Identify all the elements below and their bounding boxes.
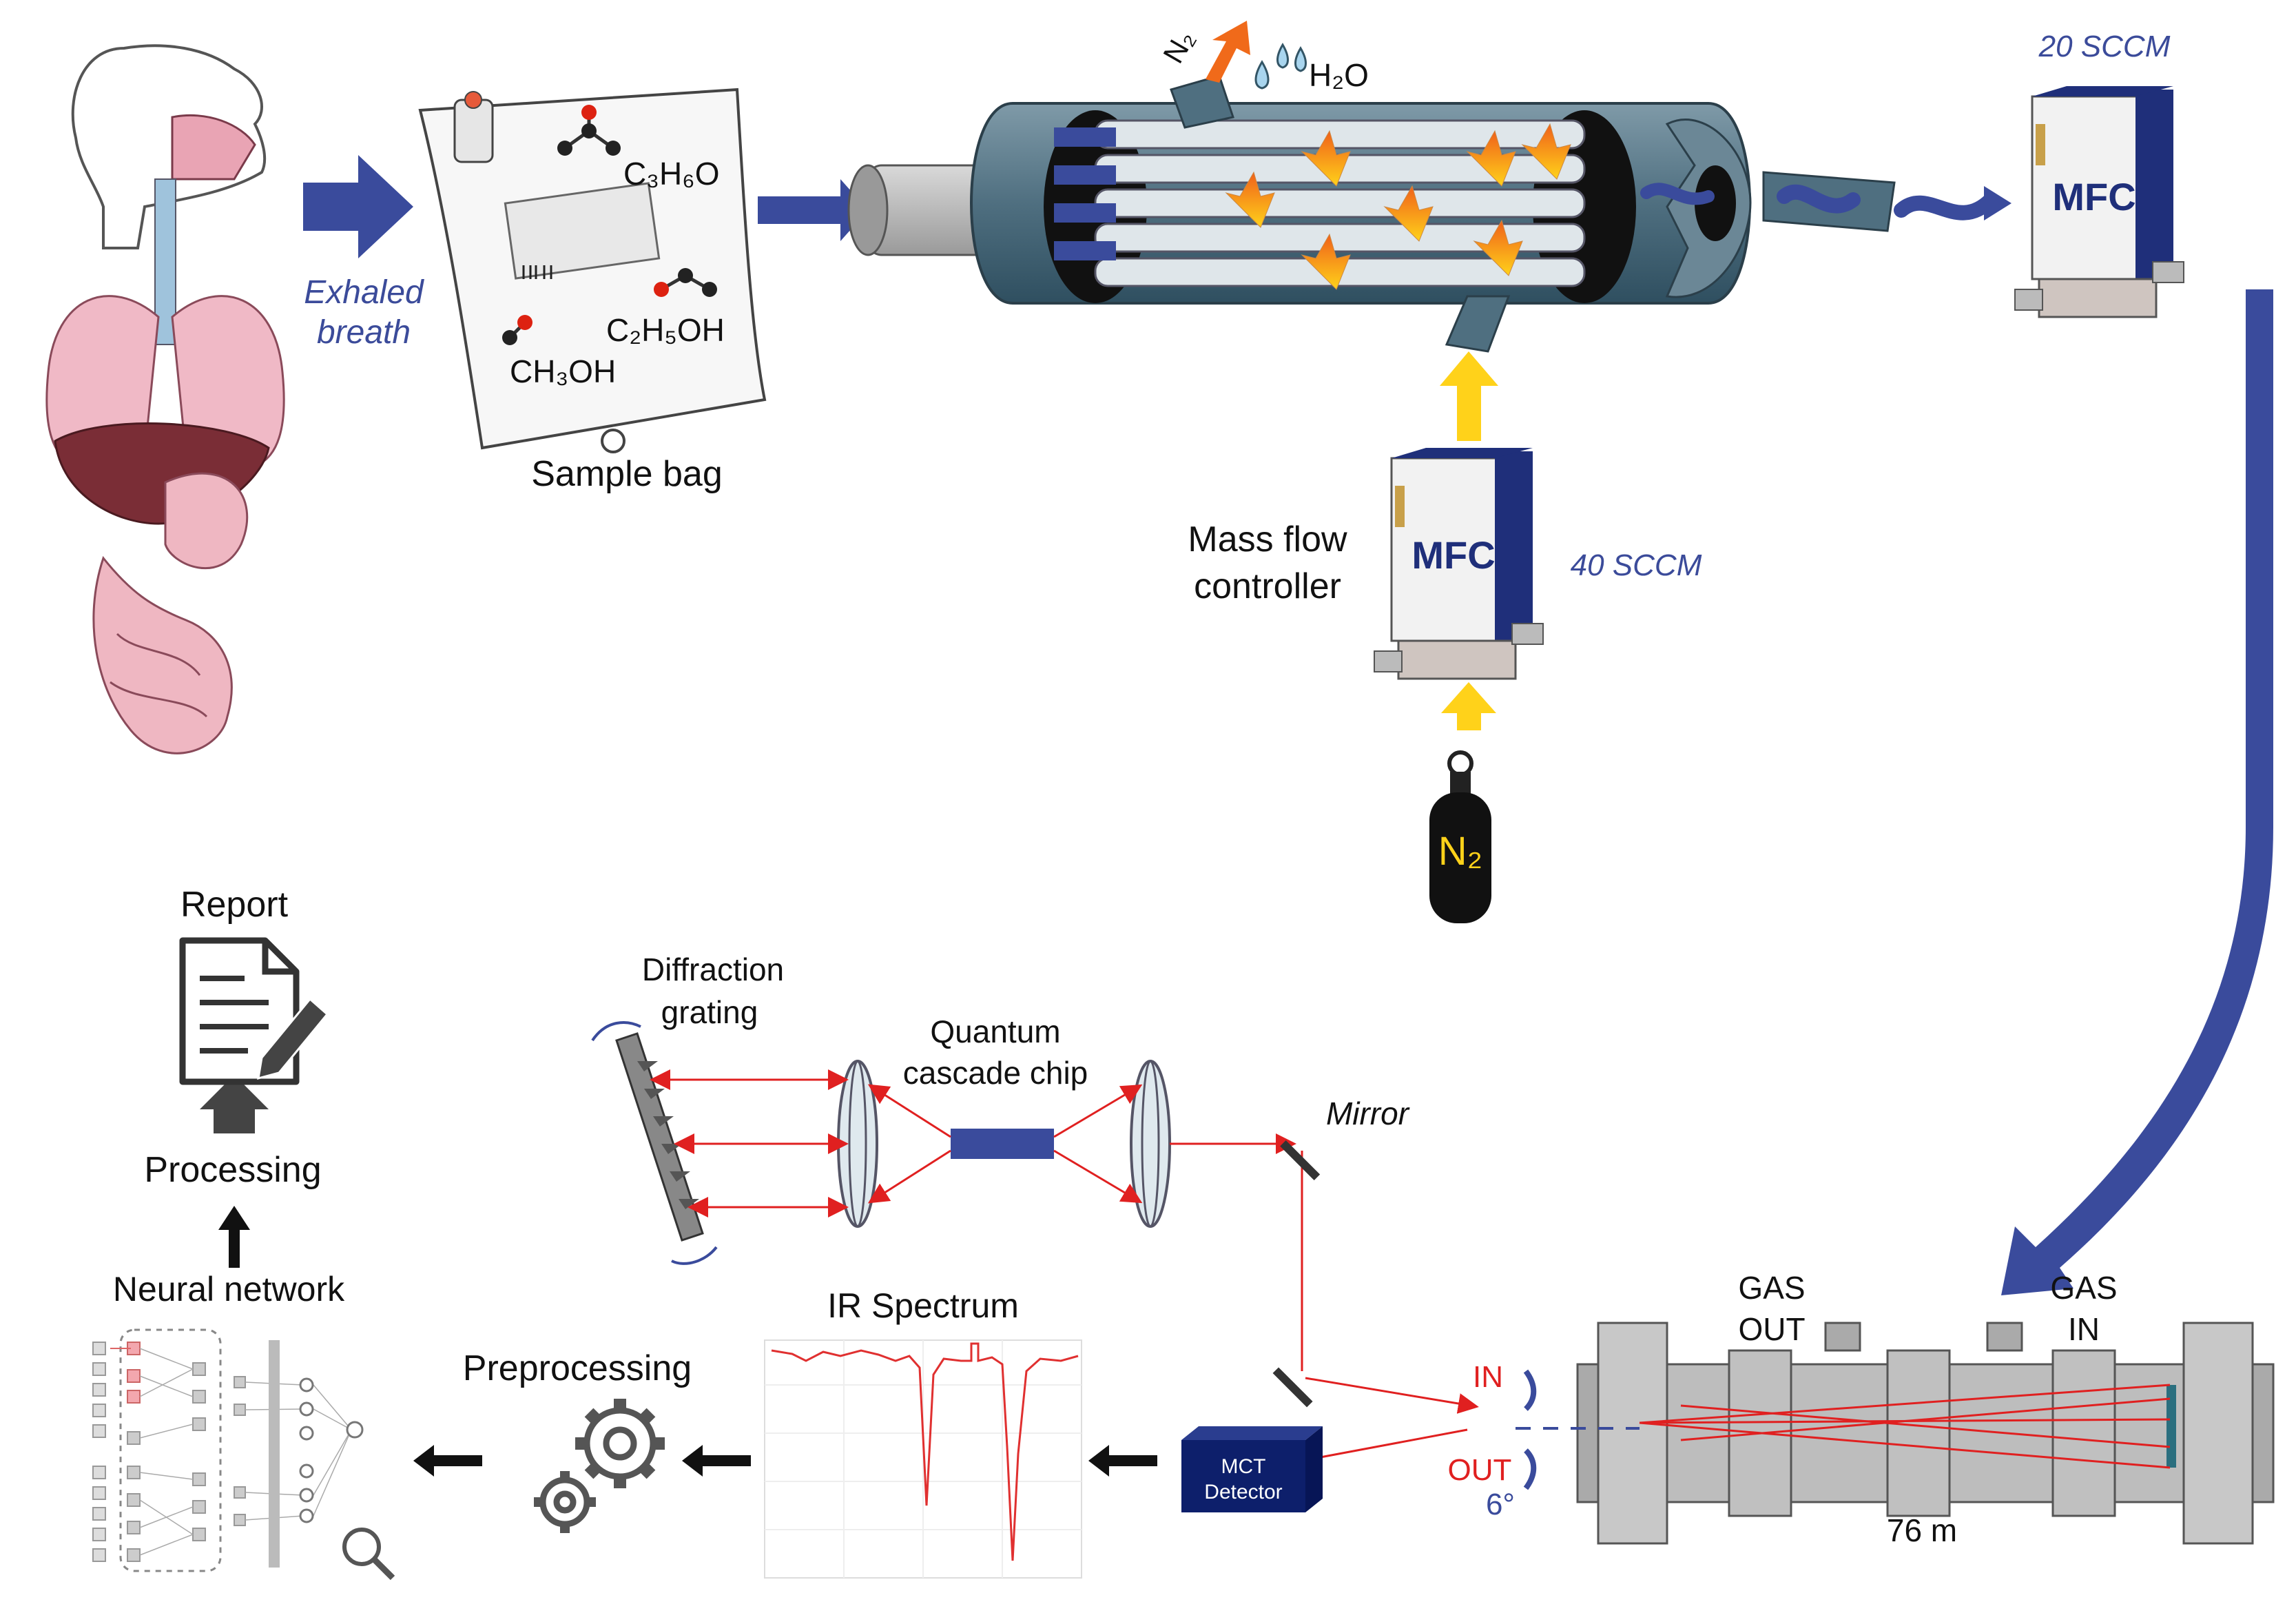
laser-beams	[650, 1069, 1479, 1469]
report-label: Report	[180, 885, 289, 925]
n2-out-label: N₂	[1157, 25, 1201, 69]
mfc-to-cell-arrow	[2001, 289, 2273, 1295]
beam-out-label: OUT	[1448, 1453, 1512, 1487]
quantum-cascade-chip	[951, 1129, 1054, 1159]
n2-tank	[1429, 750, 1491, 923]
mass-flow-controller-label-line2: controller	[1194, 566, 1341, 606]
human-body-illustration	[45, 44, 285, 754]
qc-chip-label-line1: Quantum	[930, 1014, 1060, 1049]
gas-in-label-line1: GAS	[2050, 1270, 2117, 1306]
mirror-top	[1280, 1140, 1321, 1181]
diffraction-grating-label-line1: Diffraction	[642, 952, 784, 987]
mass-flow-controller-label-line1: Mass flow	[1188, 520, 1347, 559]
exhaled-breath-label-line1: Exhaled	[304, 274, 424, 311]
dryer-tube-bundle	[847, 21, 1752, 353]
detector-label-line1: MCT	[1221, 1455, 1266, 1478]
diffraction-grating-label-line2: grating	[661, 994, 758, 1030]
detector-label-line2: Detector	[1204, 1481, 1282, 1503]
lens-right	[1130, 1060, 1171, 1228]
flow-wave-arrowhead	[1984, 186, 2011, 220]
n2-flow-arrow-lower	[1441, 682, 1496, 730]
gas-out-label-line2: OUT	[1738, 1311, 1805, 1347]
neural-network-icon	[92, 1328, 395, 1581]
molecule-methanol: CH₃OH	[510, 353, 616, 389]
gears-icon	[534, 1399, 665, 1533]
sample-bag-illustration	[418, 88, 767, 453]
ir-spectrum-plot	[764, 1339, 1082, 1579]
beam-in-label: IN	[1473, 1360, 1503, 1394]
molecule-ethanol: C₂H₅OH	[606, 312, 725, 348]
h2o-out-label: H₂O	[1309, 57, 1369, 93]
mfc-middle-device	[1374, 448, 1544, 680]
mfc-middle-flow: 40 SCCM	[1571, 548, 1702, 582]
pipeline-arrows	[218, 1206, 1157, 1477]
beam-angle-label: 6°	[1486, 1488, 1515, 1521]
processing-label: Processing	[144, 1150, 321, 1190]
mfc-top-device	[2014, 86, 2184, 318]
molecule-acetone: C₃H₆O	[623, 156, 720, 192]
flow-wave-2	[1894, 192, 1998, 220]
n2-flow-arrow-upper	[1440, 351, 1498, 441]
multipass-gas-cell	[1516, 1322, 2275, 1545]
gas-in-label-line2: IN	[2068, 1311, 2100, 1347]
mfc-top-label: MFC	[2052, 175, 2135, 218]
processing-to-report-arrow	[200, 1075, 269, 1133]
sample-bag-label: Sample bag	[531, 454, 723, 494]
mfc-top-flow: 20 SCCM	[2038, 30, 2171, 63]
exhale-arrow	[303, 155, 413, 258]
lens-left	[837, 1060, 878, 1228]
bag-to-dryer-arrow	[758, 179, 868, 241]
neural-network-label: Neural network	[113, 1270, 345, 1308]
cell-length-label: 76 m	[1887, 1512, 1957, 1548]
mfc-middle-label: MFC	[1411, 533, 1495, 577]
mirror-bottom	[1272, 1367, 1313, 1408]
n2-tank-label: N₂	[1438, 829, 1482, 874]
mirror-label: Mirror	[1326, 1096, 1410, 1131]
qc-chip-label-line2: cascade chip	[903, 1055, 1088, 1091]
flow-wave-1	[1777, 184, 1861, 214]
preprocessing-label: Preprocessing	[463, 1348, 692, 1388]
mct-detector	[1181, 1426, 1323, 1512]
gas-out-label-line1: GAS	[1738, 1270, 1805, 1306]
exhaled-breath-label-line2: breath	[317, 314, 411, 351]
report-document-icon	[179, 937, 329, 1085]
ir-spectrum-title: IR Spectrum	[827, 1286, 1019, 1325]
